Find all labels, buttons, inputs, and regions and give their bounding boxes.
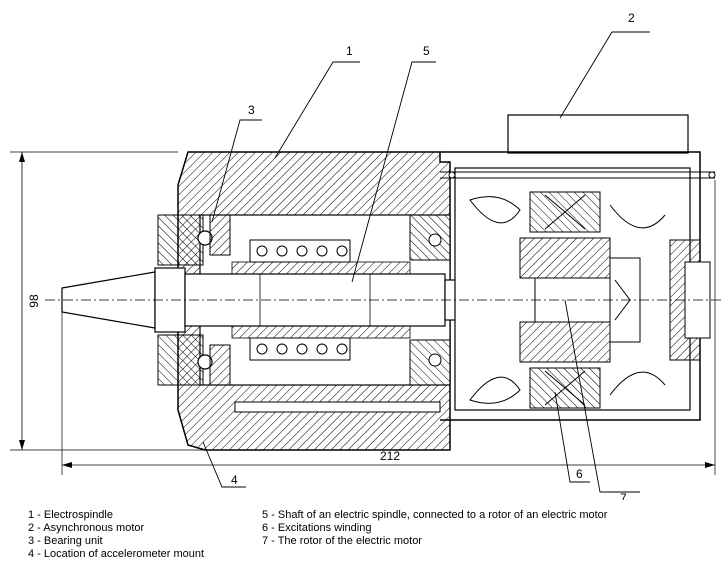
inner-sleeve xyxy=(231,261,411,339)
legend-item-4: 4 - Location of accelerometer mount xyxy=(28,548,205,560)
callout-3: 3 xyxy=(248,103,255,117)
dimension-diameter: 98 xyxy=(10,151,205,451)
dimension-length: 212 xyxy=(61,180,716,475)
callout-2: 2 xyxy=(628,11,635,25)
legend-item-7: 7 - The rotor of the electric motor xyxy=(262,535,422,547)
callout-4: 4 xyxy=(231,473,238,487)
legend-item-2: 2 - Asynchronous motor xyxy=(28,522,145,534)
rear-bearing-unit xyxy=(409,214,451,386)
electrospindle-drawing: 98 212 1 2 3 4 5 6 7 xyxy=(10,11,722,500)
front-bearing-unit xyxy=(157,214,231,386)
legend-item-1: 1 - Electrospindle xyxy=(28,509,113,521)
callout-1: 1 xyxy=(346,44,353,58)
legend-item-6: 6 - Excitations winding xyxy=(262,522,372,534)
dimension-diameter-label: 98 xyxy=(27,294,41,308)
callout-6: 6 xyxy=(576,467,583,481)
callout-5: 5 xyxy=(423,44,430,58)
legend-item-5: 5 - Shaft of an electric spindle, connec… xyxy=(262,509,608,521)
dimension-length-label: 212 xyxy=(380,449,400,463)
callout-7: 7 xyxy=(620,491,627,500)
legend-item-3: 3 - Bearing unit xyxy=(28,535,103,547)
excitation-winding xyxy=(529,191,601,409)
callouts xyxy=(202,31,650,493)
